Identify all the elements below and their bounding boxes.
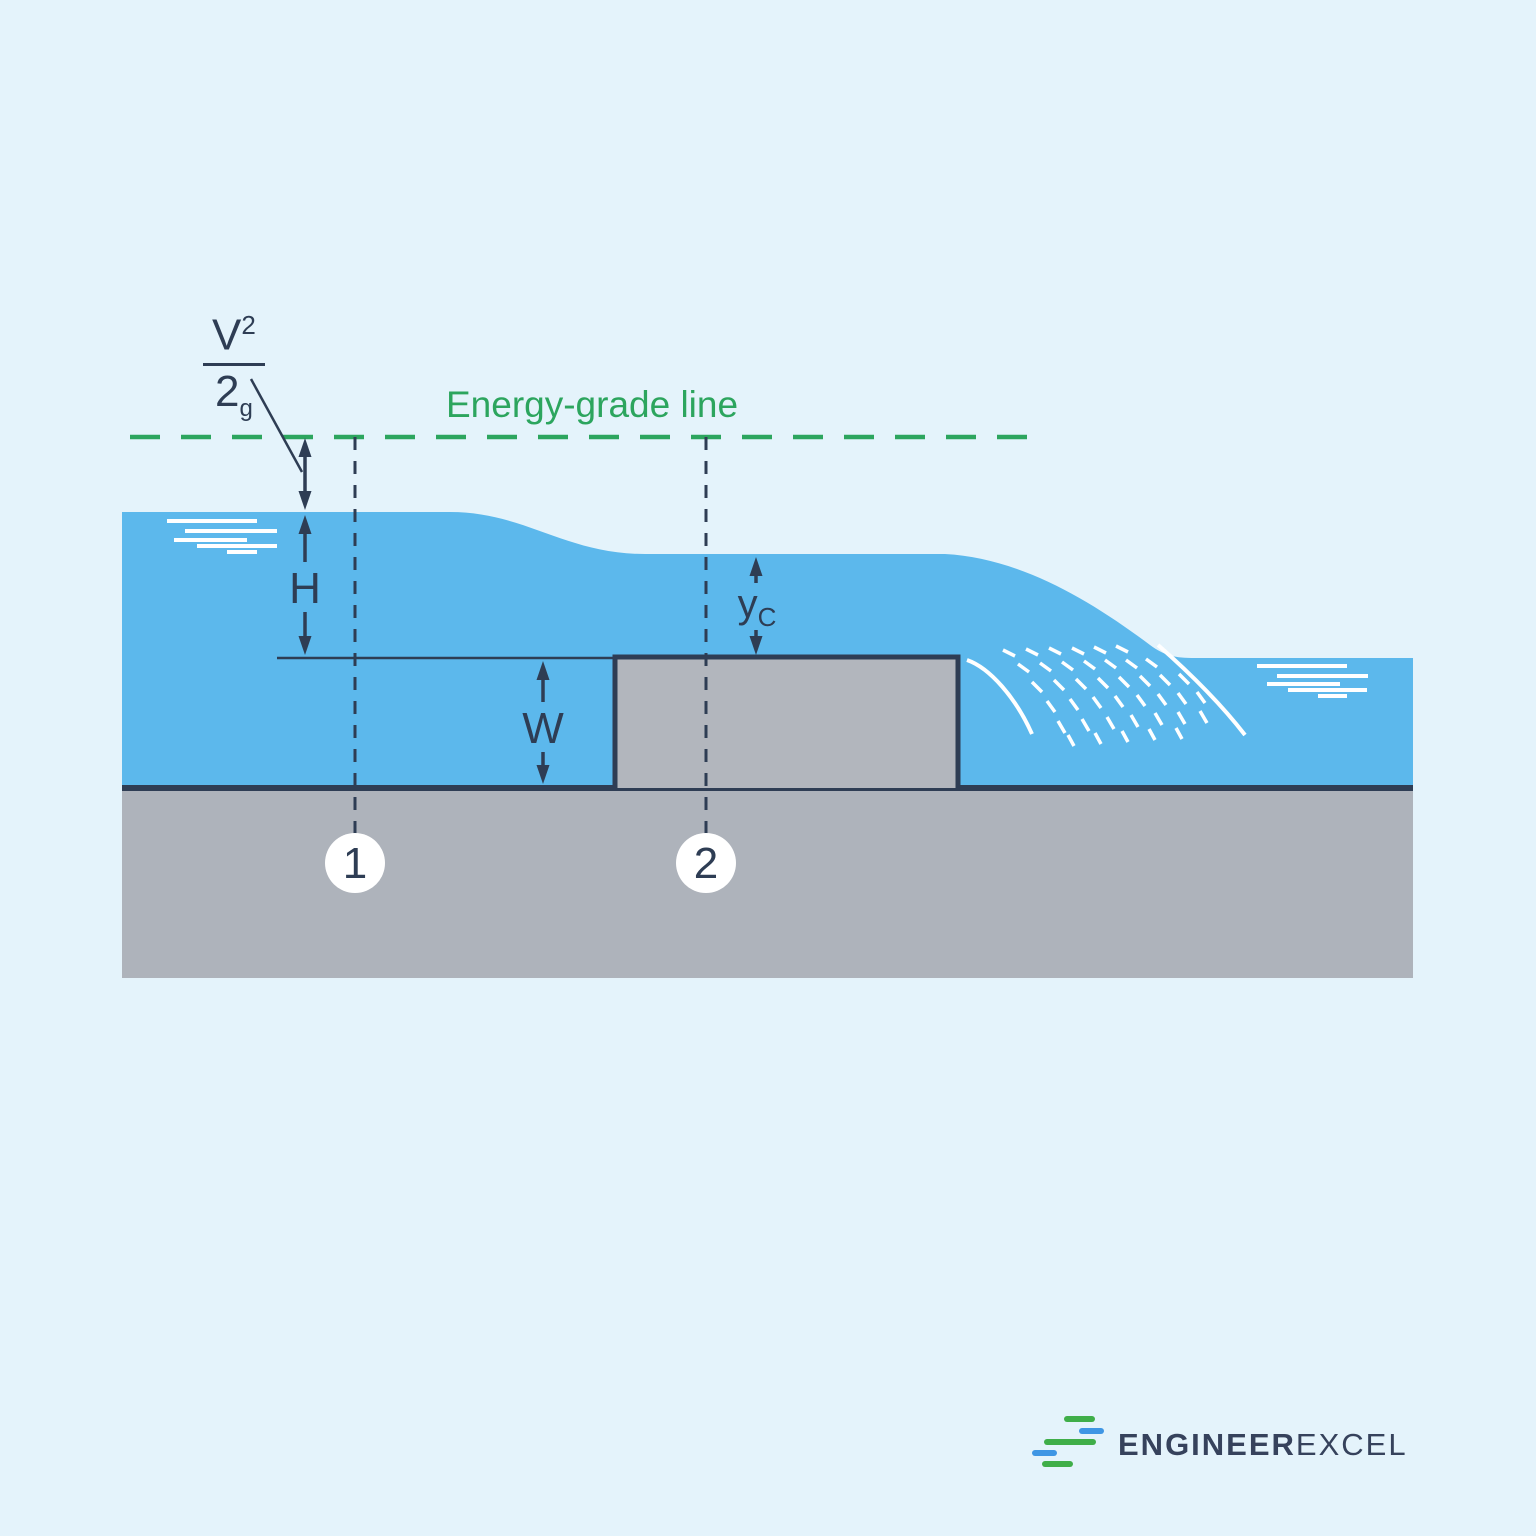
velocity-head-arrow <box>298 438 312 510</box>
head-dimension-arrow <box>298 515 312 655</box>
brand-name-excel: EXCEL <box>1295 1427 1408 1462</box>
station-marker-1: 1 <box>325 833 385 893</box>
logo-bar-icon <box>1044 1439 1096 1445</box>
logo-bar-icon <box>1064 1416 1095 1422</box>
channel-ground <box>122 788 1413 978</box>
water-body <box>122 512 1413 788</box>
logo-bar-icon <box>1079 1428 1104 1434</box>
velocity-head-leader-line <box>249 378 304 473</box>
critical-depth-label: yC <box>737 582 777 632</box>
weir-block-outline <box>612 654 961 788</box>
velocity-head-numerator: V2 <box>203 312 265 366</box>
nappe-streamline-right <box>1156 643 1247 737</box>
logo-bar-icon <box>1042 1461 1073 1467</box>
station-marker-2: 2 <box>676 833 736 893</box>
nappe-streamline-left <box>966 658 1034 735</box>
critical-depth-dimension-arrow <box>749 557 763 655</box>
downstream-ripples-icon <box>1257 664 1368 698</box>
logo-bar-icon <box>1032 1450 1057 1456</box>
nappe-spray-dashes-icon <box>1002 644 1209 747</box>
velocity-head-denominator: 2g <box>214 366 253 422</box>
brand-name-engineer: ENGINEER <box>1118 1427 1296 1462</box>
head-label: H <box>289 564 321 613</box>
weir-height-dimension-arrow <box>536 661 550 784</box>
velocity-head-label: V2 2g <box>203 312 265 420</box>
brand-name: ENGINEEREXCEL <box>1118 1427 1408 1463</box>
energy-grade-line-label: Energy-grade line <box>446 384 739 425</box>
upstream-ripples-icon <box>167 519 277 554</box>
weir-height-label: W <box>522 704 564 753</box>
weir-block <box>615 657 958 788</box>
